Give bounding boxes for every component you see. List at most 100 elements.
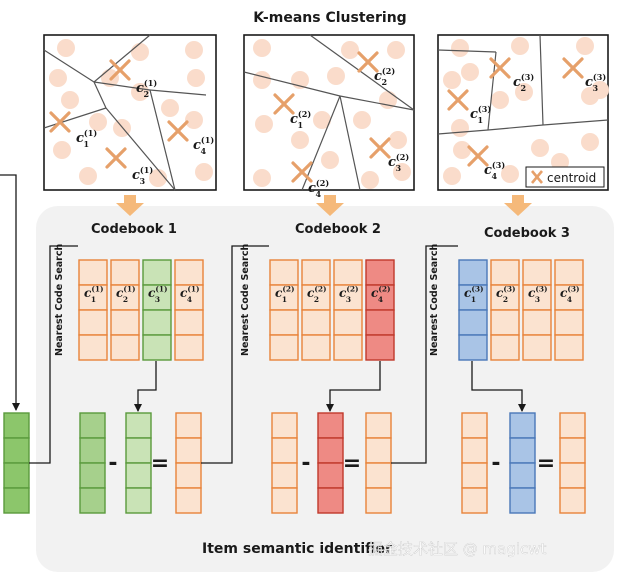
code-label: c(1)3 [148, 285, 168, 304]
vector-cell [365, 437, 392, 464]
data-point [53, 141, 71, 159]
data-point [253, 39, 271, 57]
voronoi-boundary [93, 81, 151, 91]
voronoi-boundary [243, 71, 341, 97]
code-cell [458, 334, 488, 361]
centroid-marker [167, 120, 189, 142]
residual-1-input [79, 412, 106, 514]
data-point [387, 41, 405, 59]
codebook-arrow-1 [116, 195, 144, 216]
selected-code-2 [317, 412, 344, 514]
code-label: c(2)3 [339, 285, 359, 304]
data-point [61, 91, 79, 109]
voronoi-boundary [105, 107, 176, 191]
vector-cell [271, 412, 298, 439]
data-point [511, 37, 529, 55]
code-cell [142, 259, 172, 286]
centroid-label: c(1)4 [193, 135, 214, 156]
vector-cell [509, 462, 536, 489]
data-point [576, 37, 594, 55]
code-cell [458, 259, 488, 286]
selected-code-1 [125, 412, 152, 514]
selected-code-3 [509, 412, 536, 514]
data-point [187, 69, 205, 87]
code-cell [142, 284, 172, 311]
data-point [453, 141, 471, 159]
code-label: c(3)3 [528, 285, 548, 304]
data-point [353, 111, 371, 129]
code-cell [365, 334, 395, 361]
code-cell [269, 309, 299, 336]
code-cell [490, 334, 520, 361]
codebook-1-code-1: c(1)1 [78, 259, 108, 361]
code-label: c(2)1 [275, 285, 295, 304]
legend-frame [525, 166, 605, 188]
vector-cell [509, 412, 536, 439]
data-point [461, 63, 479, 81]
voronoi-boundary [43, 107, 107, 129]
data-point [313, 111, 331, 129]
centroid-marker [369, 137, 391, 159]
equals-operator: = [343, 451, 361, 476]
data-point [89, 113, 107, 131]
data-point [195, 163, 213, 181]
centroid-marker [105, 147, 127, 169]
residual-1-output [175, 412, 202, 514]
vector-cell [271, 462, 298, 489]
vector-cell [175, 412, 202, 439]
centroid-label: c(3)1 [470, 104, 491, 125]
data-point [581, 133, 599, 151]
codebook-1-code-3: c(1)3 [142, 259, 172, 361]
data-point [341, 41, 359, 59]
vector-cell [175, 437, 202, 464]
nearest-code-search-label-1: Nearest Code Search [54, 244, 65, 356]
codebook-arrow-3 [504, 195, 532, 216]
minus-operator: - [491, 451, 500, 476]
vector-cell [3, 437, 30, 464]
code-cell [365, 309, 395, 336]
code-label: c(2)2 [307, 285, 327, 304]
centroid-marker [467, 145, 489, 167]
voronoi-boundary [437, 49, 497, 53]
data-point [591, 81, 609, 99]
vector-cell [79, 412, 106, 439]
voronoi-boundary [487, 51, 497, 131]
data-point [57, 39, 75, 57]
code-cell [490, 259, 520, 286]
voronoi-boundary [542, 119, 609, 126]
vector-cell [365, 487, 392, 514]
code-cell [78, 309, 108, 336]
legend-label: centroid [547, 171, 596, 185]
code-cell [490, 284, 520, 311]
data-point [389, 131, 407, 149]
centroid-label: c(2)1 [290, 109, 311, 130]
code-cell [142, 334, 172, 361]
code-label: c(3)1 [464, 285, 484, 304]
voronoi-boundary [309, 34, 415, 111]
centroid-marker [447, 89, 469, 111]
centroid-marker [273, 93, 295, 115]
code-cell [365, 284, 395, 311]
code-cell [174, 334, 204, 361]
code-cell [554, 309, 584, 336]
vector-cell [175, 487, 202, 514]
code-cell [301, 334, 331, 361]
codebook-1-code-4: c(1)4 [174, 259, 204, 361]
data-point [491, 91, 509, 109]
centroid-label: c(2)4 [308, 178, 329, 199]
input-connector [0, 174, 20, 411]
residual-2-input [271, 412, 298, 514]
code-cell [269, 259, 299, 286]
data-point [443, 71, 461, 89]
vector-cell [125, 462, 152, 489]
voronoi-boundary [149, 89, 207, 96]
equals-operator: = [151, 451, 169, 476]
code-label: c(1)4 [180, 285, 200, 304]
data-point [393, 163, 411, 181]
legend-cross [531, 170, 543, 184]
vector-cell [175, 462, 202, 489]
vector-cell [79, 462, 106, 489]
